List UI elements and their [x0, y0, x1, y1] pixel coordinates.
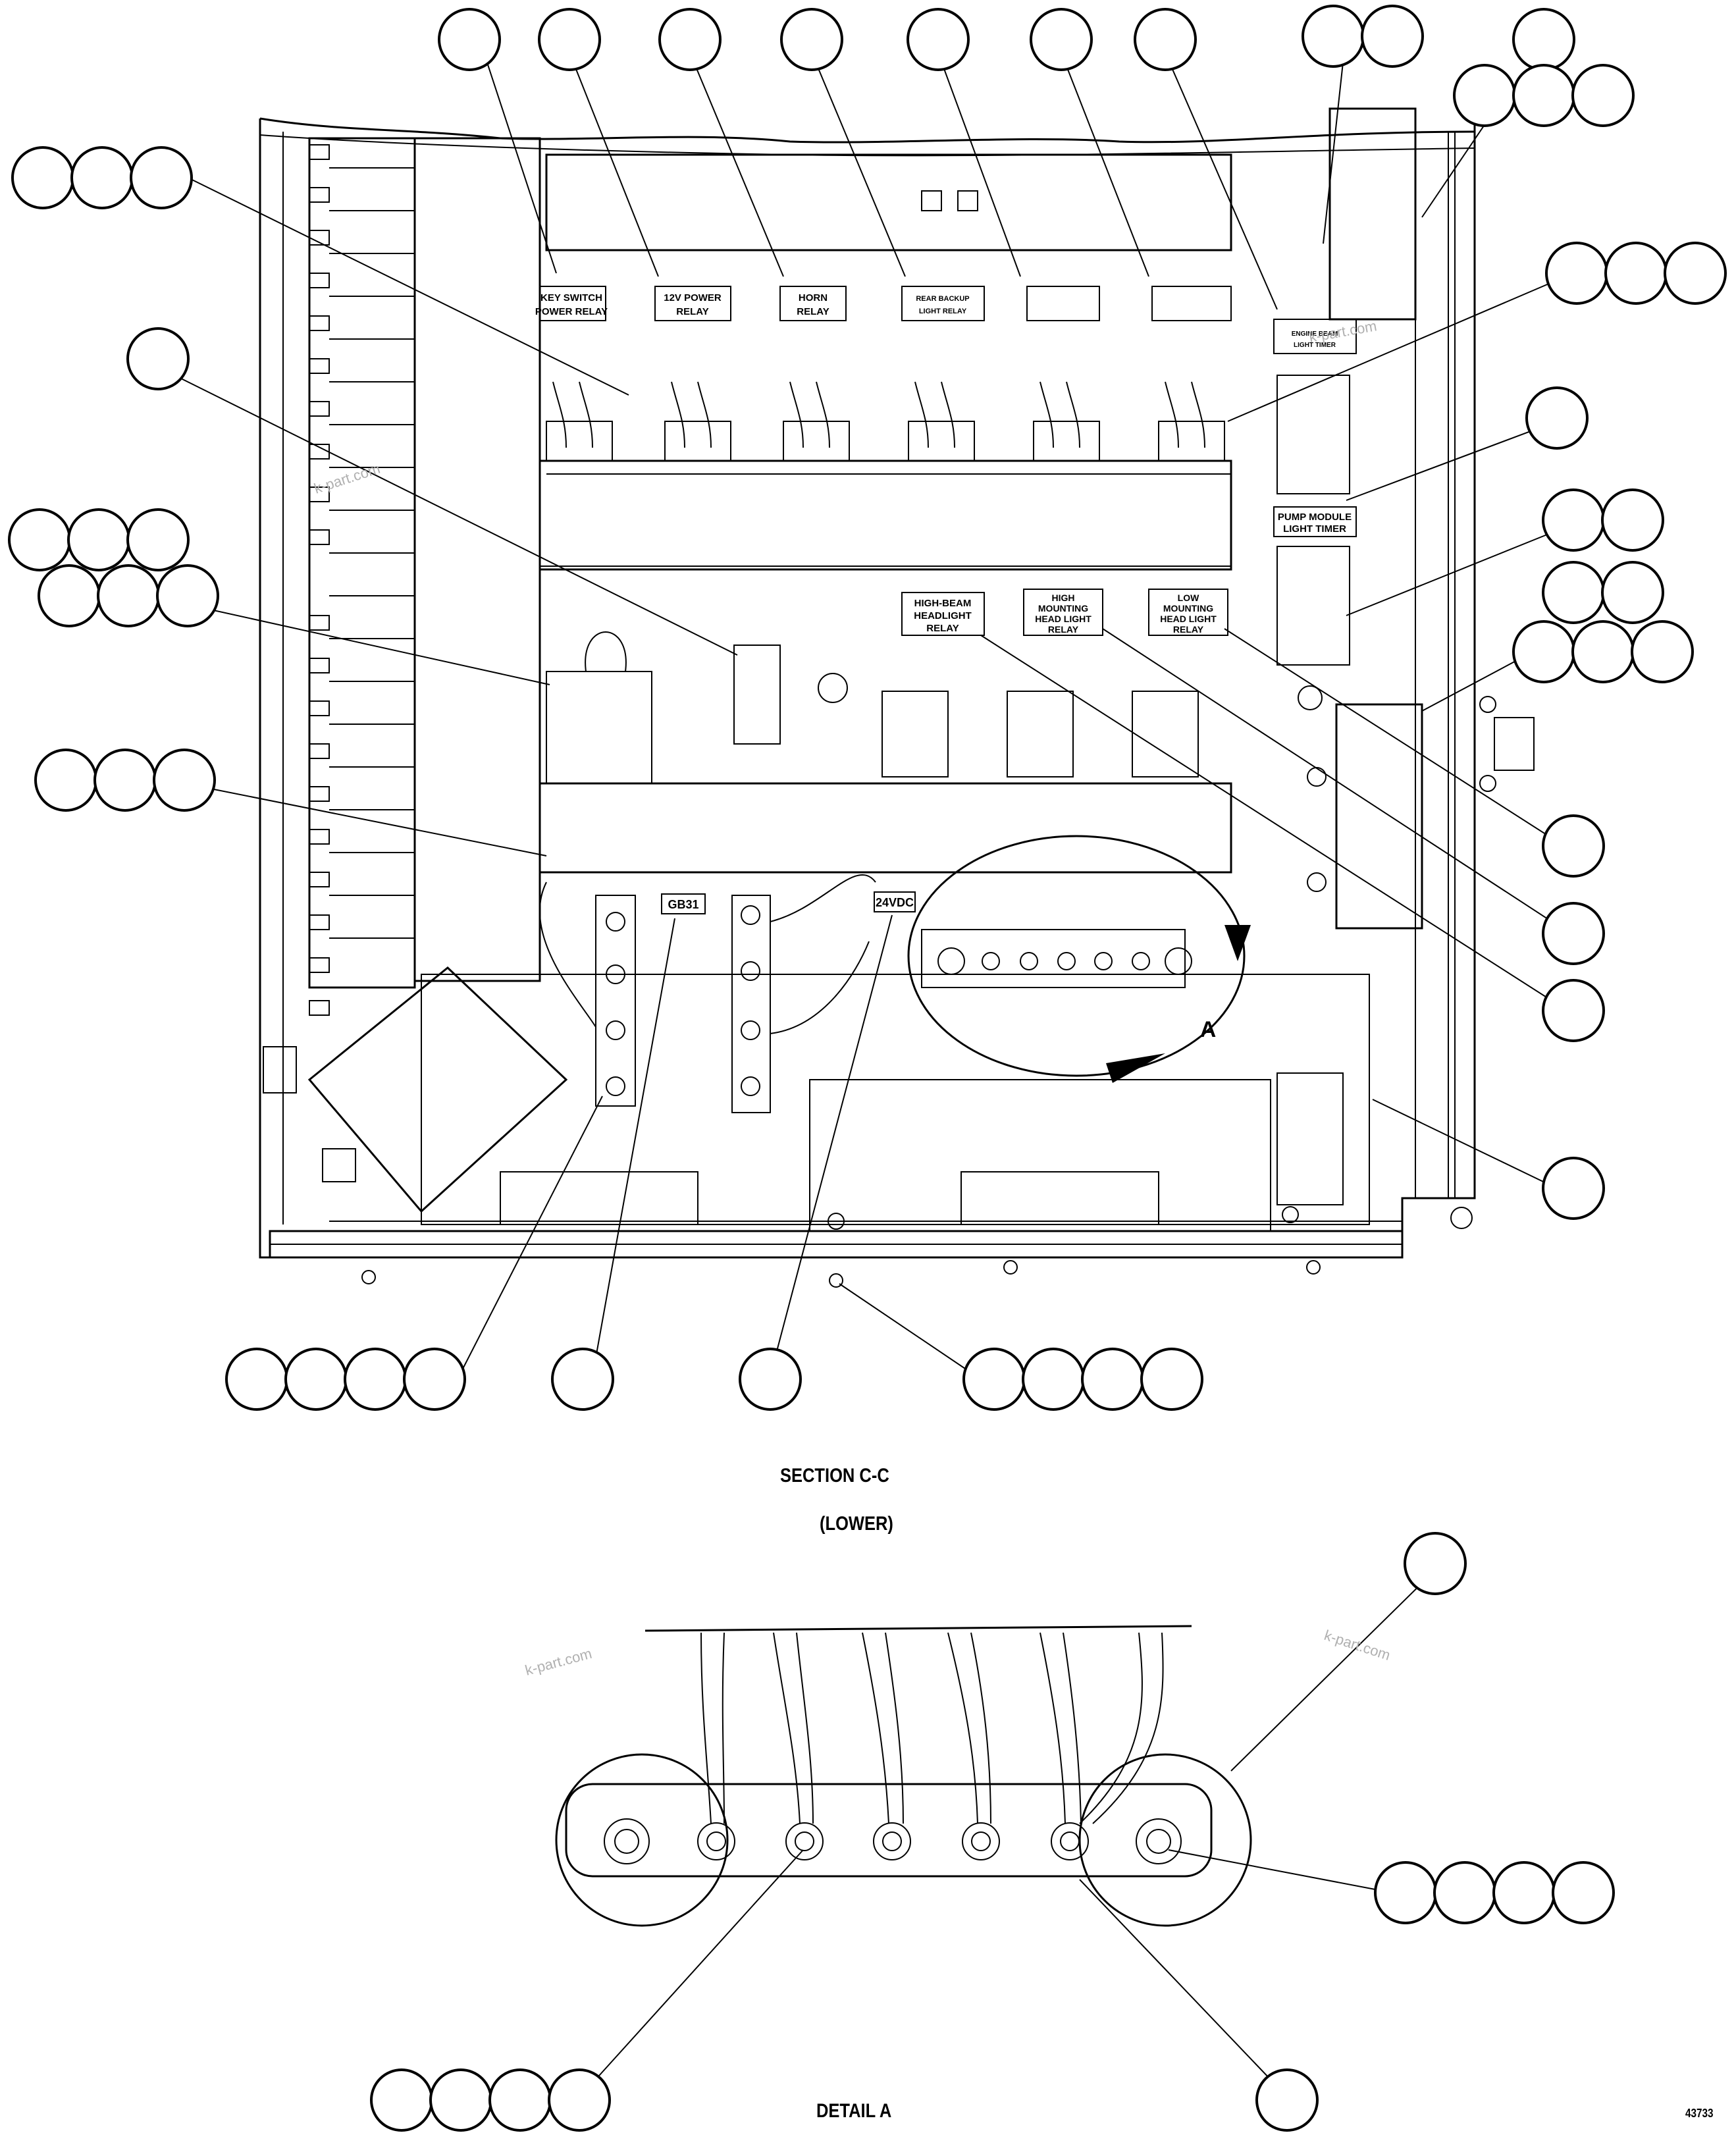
high-mount-label-4: RELAY — [1048, 624, 1079, 635]
low-mount-label-2: MOUNTING — [1163, 603, 1213, 614]
high-mount-label-2: MOUNTING — [1038, 603, 1088, 614]
v24dc-label: 24VDC — [876, 896, 914, 909]
callout-bubbles — [8, 5, 1727, 2132]
low-mount-label-4: RELAY — [1173, 624, 1204, 635]
high-beam-label-3: RELAY — [926, 623, 959, 634]
high-mount-label-1: HIGH — [1052, 592, 1075, 603]
detail-caption: DETAIL A — [816, 2100, 892, 2122]
cabinet-outline — [259, 117, 1476, 1288]
terminal-posts — [539, 874, 876, 1113]
high-beam-label-2: HEADLIGHT — [914, 610, 972, 621]
relay-label-text: KEY SWITCH POWER RELAY 12V POWER RELAY H… — [535, 292, 1352, 1042]
drawing-number: 43733 — [1685, 2107, 1714, 2120]
key-switch-label-2: POWER RELAY — [535, 306, 608, 317]
rear-backup-label-1: REAR BACKUP — [916, 295, 969, 303]
watermark-4: k-part.com — [1322, 1627, 1392, 1664]
watermark-2: k-part.com — [1308, 317, 1379, 346]
watermark-3: k-part.com — [523, 1645, 594, 1679]
pump-module-label-1: PUMP MODULE — [1278, 512, 1352, 523]
upper-relay-rail — [539, 107, 1535, 930]
leader-lines — [161, 52, 1558, 2097]
section-subcaption: (LOWER) — [820, 1513, 893, 1535]
watermark-1: k-part.com — [312, 460, 382, 497]
left-terminal-strip — [263, 137, 568, 1213]
engine-beam-label-2: LIGHT TIMER — [1294, 342, 1336, 349]
horn-label-2: RELAY — [797, 306, 829, 317]
key-switch-label-1: KEY SWITCH — [540, 292, 602, 303]
detail-a-drawing — [555, 1625, 1252, 1927]
gb31-label: GB31 — [668, 898, 698, 911]
v12-label-2: RELAY — [676, 306, 708, 317]
high-mount-label-3: HEAD LIGHT — [1035, 614, 1092, 624]
relay-label-boxes — [539, 286, 1357, 914]
pump-module-label-2: LIGHT TIMER — [1283, 523, 1346, 535]
engine-beam-label-1: ENGINE BEAM — [1292, 330, 1338, 338]
v12-label-1: 12V POWER — [664, 292, 722, 303]
detail-a-callout — [907, 835, 1251, 1083]
horn-label-1: HORN — [799, 292, 828, 303]
rear-backup-label-2: LIGHT RELAY — [919, 307, 967, 315]
low-mount-label-1: LOW — [1178, 592, 1199, 603]
low-mount-label-3: HEAD LIGHT — [1160, 614, 1217, 624]
section-caption: SECTION C-C — [780, 1465, 889, 1487]
high-beam-label-1: HIGH-BEAM — [914, 598, 972, 609]
